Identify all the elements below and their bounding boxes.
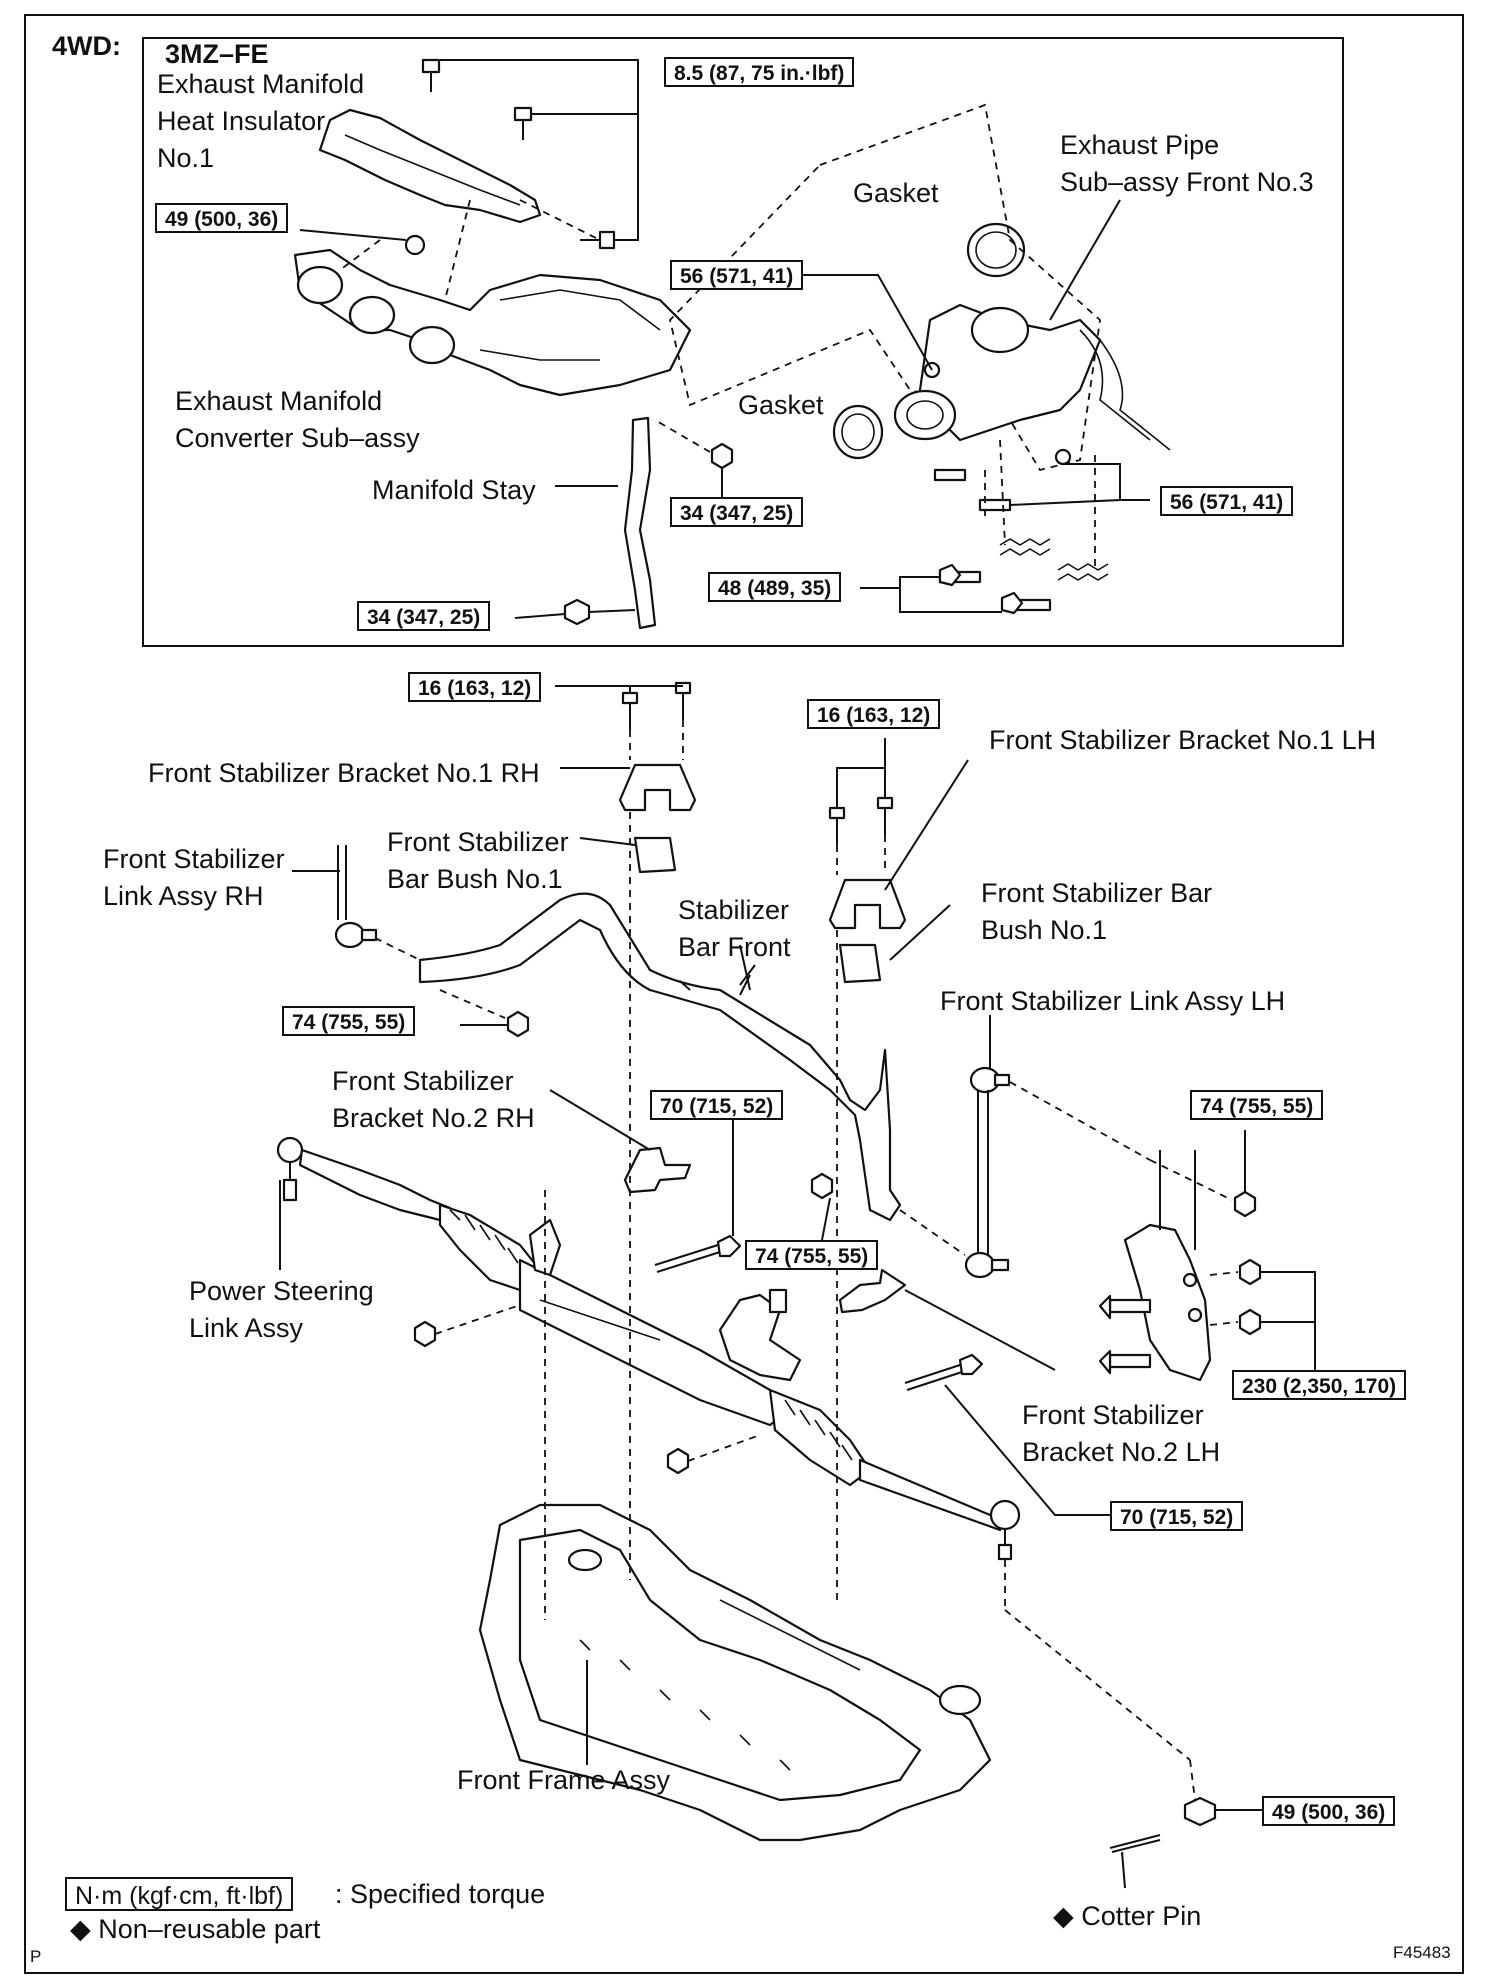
frame-nut-1 bbox=[1238, 1258, 1262, 1286]
springs bbox=[860, 538, 1109, 615]
engine-code-label: 3MZ–FE bbox=[165, 39, 269, 69]
torque-frame-nuts: 230 (2,350, 170) bbox=[1232, 1370, 1407, 1400]
insulator-bolt-3 bbox=[580, 230, 616, 250]
stabilizer-bar-front bbox=[418, 892, 902, 1222]
legend-unit-box: N·m (kgf·cm, ft·lbf) bbox=[65, 1877, 294, 1911]
power-steering-link-assy bbox=[276, 1136, 1021, 1561]
insulator-bolt-1 bbox=[421, 58, 441, 92]
legend-specified-torque: : Specified torque bbox=[335, 1879, 546, 1909]
bracket-rh-bolts bbox=[621, 681, 692, 730]
figure-id: F45483 bbox=[1393, 1943, 1451, 1962]
rack-nut-lower bbox=[666, 1447, 690, 1475]
torque-bracket-lh-bolts: 16 (163, 12) bbox=[807, 699, 941, 729]
bracket-no2-lh bbox=[838, 1268, 907, 1314]
label-manifold-stay: Manifold Stay bbox=[372, 475, 536, 505]
label-bracket-no1-rh: Front Stabilizer Bracket No.1 RH bbox=[148, 758, 540, 788]
torque-spring-bolts: 48 (489, 35) bbox=[708, 572, 842, 602]
manifold-nut bbox=[404, 234, 426, 256]
legend-non-reusable: ◆ Non–reusable part bbox=[70, 1914, 321, 1944]
label-cotter-pin: ◆ Cotter Pin bbox=[1053, 1901, 1202, 1931]
label-link-assy-lh: Front Stabilizer Link Assy LH bbox=[940, 986, 1286, 1016]
rack-nut-left bbox=[413, 1320, 437, 1348]
link-rh-nut bbox=[506, 1010, 530, 1038]
bracket-no1-lh bbox=[828, 878, 907, 930]
steering-knuckle-mount bbox=[1098, 1150, 1212, 1382]
drive-type-label: 4WD: bbox=[52, 31, 121, 61]
label-bracket-no2-rh: Front Stabilizer Bracket No.2 RH bbox=[332, 1066, 535, 1133]
torque-tie-rod-nut: 49 (500, 36) bbox=[1262, 1796, 1396, 1826]
torque-manifold-nut: 49 (500, 36) bbox=[155, 203, 289, 233]
link-assy-rh bbox=[334, 845, 378, 949]
pipe-bolts bbox=[933, 448, 1150, 512]
stabilizer-nut bbox=[810, 1172, 834, 1200]
torque-bolt-70-upper: 70 (715, 52) bbox=[650, 1090, 784, 1120]
exhaust-inset-box bbox=[142, 37, 1344, 647]
bracket-lh-bolts bbox=[828, 796, 894, 845]
label-bracket-no2-lh: Front Stabilizer Bracket No.2 LH bbox=[1022, 1400, 1221, 1467]
bolt-70-upper bbox=[654, 1234, 742, 1273]
torque-link-rh-nut: 74 (755, 55) bbox=[282, 1006, 416, 1036]
diagram-frame bbox=[24, 14, 1464, 1974]
heat-insulator-part bbox=[318, 108, 542, 224]
torque-heat-insulator-bolts: 8.5 (87, 75 in.·lbf) bbox=[664, 57, 855, 87]
tie-rod-castle-nut bbox=[1183, 1796, 1217, 1827]
link-lh-nut bbox=[1233, 1190, 1257, 1218]
torque-link-lh-nut: 74 (755, 55) bbox=[1190, 1090, 1324, 1120]
label-exhaust-pipe: Exhaust Pipe Sub–assy Front No.3 bbox=[1060, 130, 1314, 197]
stay-bolt bbox=[563, 598, 636, 626]
bracket-no1-rh bbox=[618, 763, 697, 812]
torque-bracket-rh-bolts: 16 (163, 12) bbox=[408, 672, 542, 702]
torque-pipe-bolts: 56 (571, 41) bbox=[1160, 486, 1294, 516]
torque-pipe-nut: 56 (571, 41) bbox=[670, 260, 804, 290]
frame-nut-2 bbox=[1238, 1308, 1262, 1336]
label-heat-insulator: Exhaust Manifold Heat Insulator No.1 bbox=[157, 69, 365, 173]
link-assy-lh bbox=[964, 1066, 1011, 1279]
cotter-pin-part bbox=[1109, 1834, 1161, 1853]
exhaust-manifold-converter bbox=[293, 248, 692, 397]
stay-nut bbox=[710, 442, 734, 470]
bolt-70-lower bbox=[904, 1353, 984, 1391]
label-gasket-lower: Gasket bbox=[738, 390, 824, 420]
label-power-steering: Power Steering Link Assy bbox=[189, 1276, 374, 1343]
bar-bush-no1-rh bbox=[633, 836, 677, 874]
front-frame-assy bbox=[478, 1503, 992, 1842]
label-stabilizer-bar: Stabilizer Bar Front bbox=[678, 895, 791, 962]
page-marker: P bbox=[30, 1947, 42, 1966]
torque-bolt-70-lower: 70 (715, 52) bbox=[1110, 1501, 1244, 1531]
label-front-frame: Front Frame Assy bbox=[457, 1765, 671, 1795]
torque-stay-bolt: 34 (347, 25) bbox=[357, 601, 491, 631]
label-link-assy-rh: Front Stabilizer Link Assy RH bbox=[103, 844, 285, 911]
label-bar-bush-lh: Front Stabilizer Bar Bush No.1 bbox=[981, 878, 1213, 945]
label-bracket-no1-lh: Front Stabilizer Bracket No.1 LH bbox=[989, 725, 1377, 755]
torque-stay-nut: 34 (347, 25) bbox=[670, 497, 804, 527]
exhaust-pipe-front-no3 bbox=[893, 303, 1171, 451]
manifold-stay bbox=[623, 416, 657, 630]
label-bar-bush-rh: Front Stabilizer Bar Bush No.1 bbox=[387, 827, 569, 894]
label-manifold-converter: Exhaust Manifold Converter Sub–assy bbox=[175, 386, 420, 453]
torque-stabilizer-nut: 74 (755, 55) bbox=[745, 1240, 879, 1270]
bar-bush-no1-lh bbox=[838, 943, 882, 984]
label-gasket-upper: Gasket bbox=[853, 178, 939, 208]
bracket-no2-rh bbox=[623, 1146, 692, 1194]
insulator-bolt-2 bbox=[513, 106, 533, 140]
